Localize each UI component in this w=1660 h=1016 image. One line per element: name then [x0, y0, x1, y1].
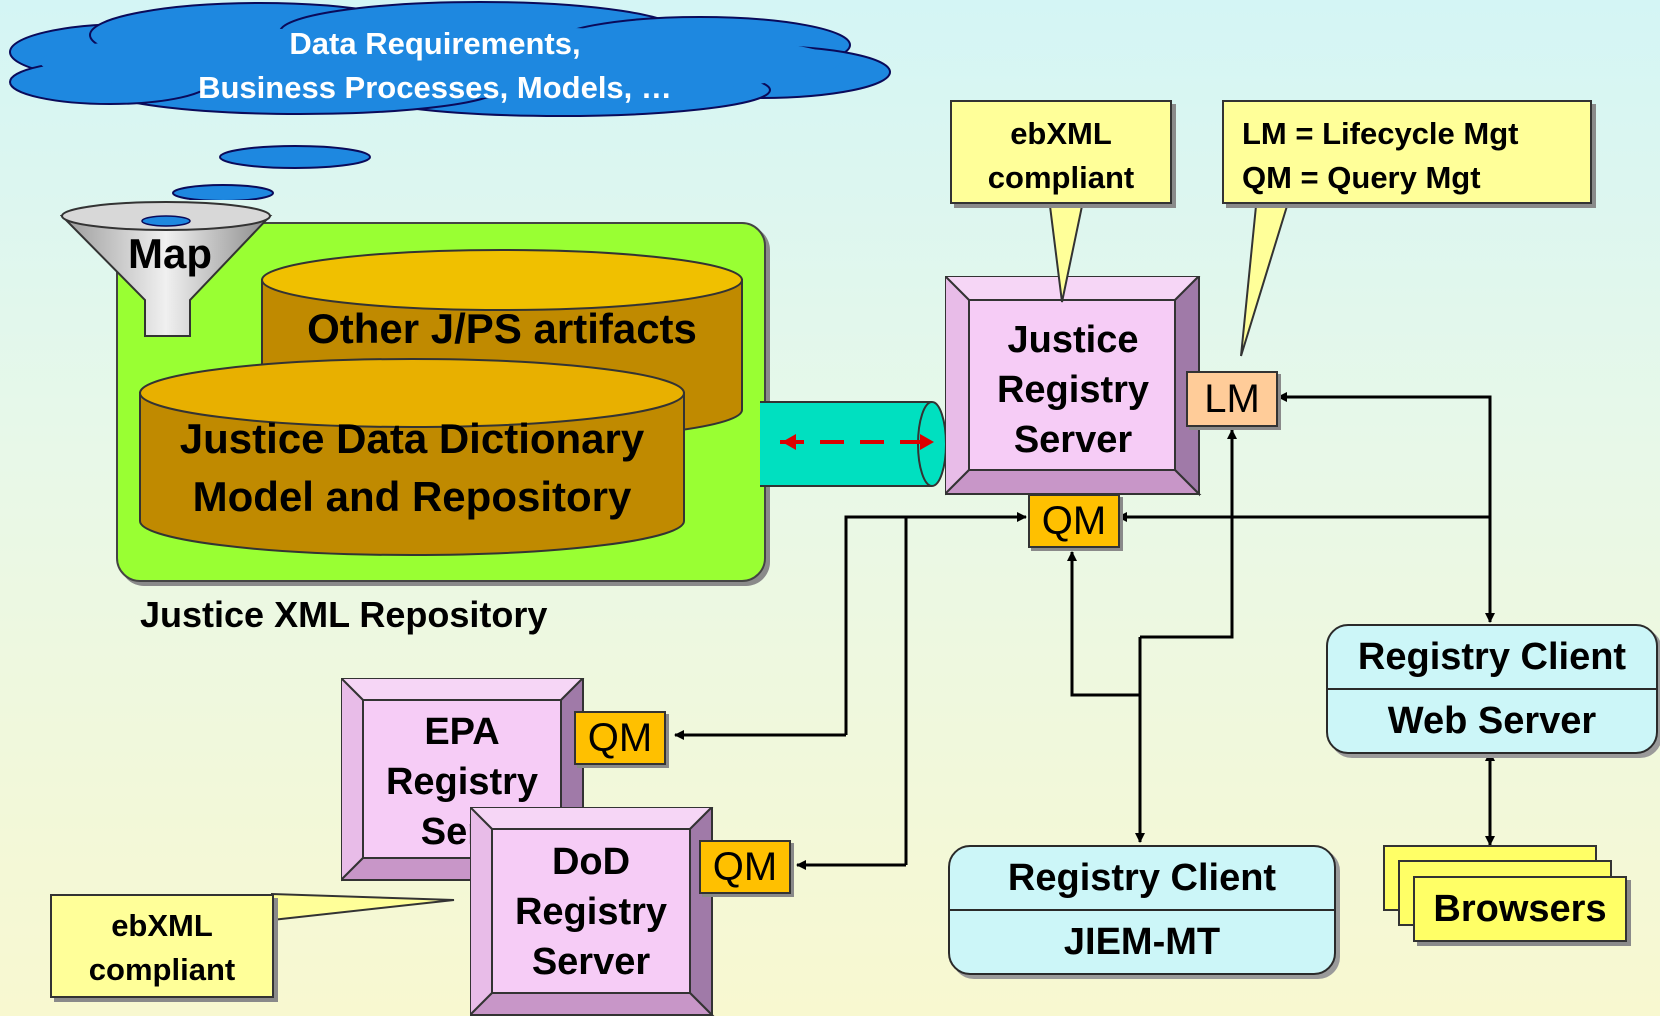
cloud-line-1: Data Requirements,: [289, 26, 581, 61]
epa-qm-tag: QM: [574, 711, 666, 765]
repository-caption: Justice XML Repository: [140, 594, 548, 635]
justice-qm-tag: QM: [1028, 494, 1120, 548]
dod-server-line-1: DoD: [551, 841, 631, 883]
data-dictionary-label: Justice Data Dictionary Model and Reposi…: [136, 410, 688, 526]
justice-server-line-3: Server: [1013, 419, 1133, 461]
jiem-client-top: Registry Client: [950, 847, 1334, 911]
cloud-text: Data Requirements, Business Processes, M…: [110, 22, 760, 110]
ebxml-callout-top: ebXML compliant: [950, 100, 1172, 204]
dod-server-frame: [470, 807, 715, 1016]
web-server-client-box: Registry Client Web Server: [1326, 624, 1658, 754]
ebxml-callout-top-line-2: compliant: [987, 160, 1135, 195]
lm-tag: LM: [1186, 371, 1278, 427]
justice-server-label: Justice Registry Server: [970, 315, 1176, 465]
legend-callout-line-1: LM = Lifecycle Mgt: [1242, 116, 1519, 151]
justice-server-line-2: Registry: [996, 369, 1150, 411]
dod-server-label: DoD Registry Server: [492, 837, 690, 987]
ebxml-callout-top-line-1: ebXML: [1010, 116, 1112, 151]
dod-qm-tag: QM: [699, 840, 791, 894]
jiem-client-bottom: JIEM-MT: [1063, 921, 1221, 963]
data-dictionary-line-1: Justice Data Dictionary: [179, 415, 645, 462]
cloud: [9, 1, 891, 200]
map-funnel-icon: [60, 201, 273, 337]
dod-server-line-2: Registry: [514, 891, 668, 933]
data-dictionary-cylinder: [139, 358, 685, 556]
epa-server-label: EPA Registry Serv: [363, 707, 561, 857]
web-client-top: Registry Client: [1328, 626, 1656, 690]
browsers-label: Browsers: [1413, 876, 1627, 942]
jiem-client-box: Registry Client JIEM-MT: [948, 845, 1336, 975]
dod-server-line-3: Server: [531, 941, 651, 983]
ebxml-callout-bottom: ebXML compliant: [50, 894, 274, 998]
epa-server-line-1: EPA: [424, 711, 500, 753]
epa-server-line-2: Registry: [385, 761, 539, 803]
web-client-bottom: Web Server: [1387, 700, 1597, 742]
data-dictionary-line-2: Model and Repository: [192, 473, 632, 520]
map-label: Map: [128, 230, 212, 277]
thought-bubble-large: [219, 145, 371, 169]
ebxml-callout-bottom-line-1: ebXML: [111, 908, 213, 943]
thought-bubble-medium: [172, 184, 274, 200]
cloud-line-2: Business Processes, Models, …: [198, 70, 672, 105]
justice-server-line-1: Justice: [1007, 319, 1139, 361]
other-artifacts-label: Other J/PS artifacts: [307, 305, 697, 352]
legend-callout: LM = Lifecycle Mgt QM = Query Mgt: [1222, 100, 1592, 204]
legend-callout-line-2: QM = Query Mgt: [1242, 160, 1481, 195]
ebxml-callout-bottom-line-2: compliant: [88, 952, 236, 987]
connection-pipe: [760, 401, 947, 487]
